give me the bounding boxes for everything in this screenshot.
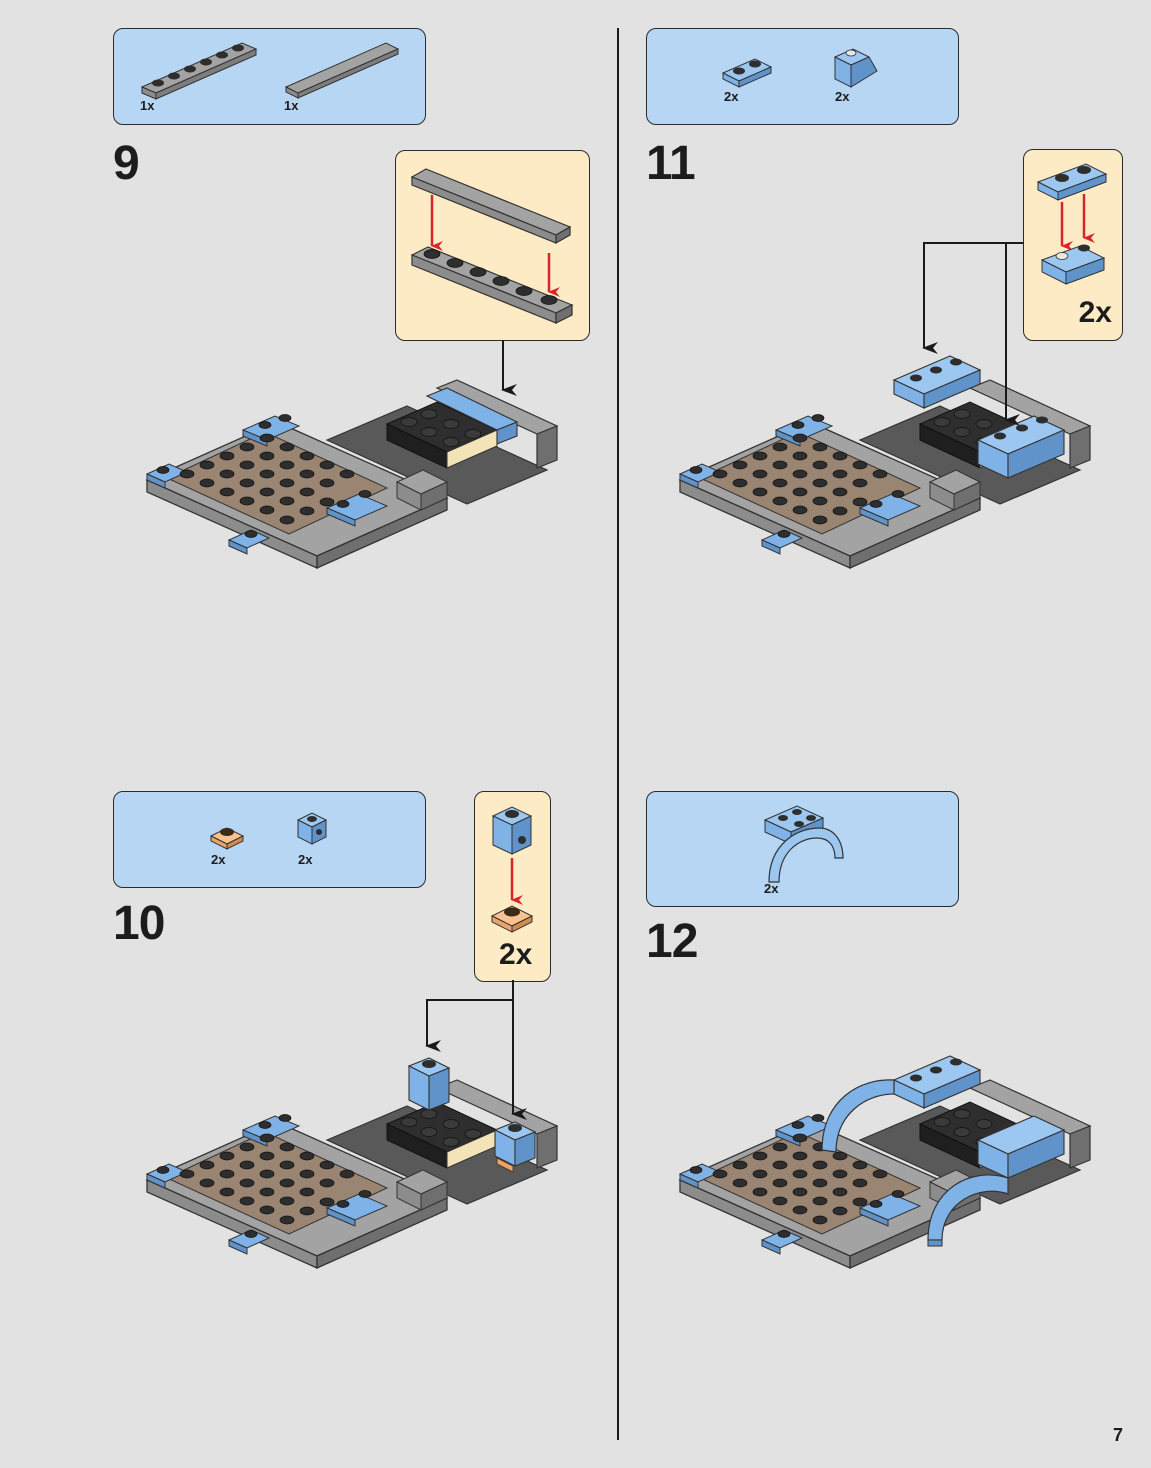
parts-box-step-10: 2x 2x	[113, 791, 426, 888]
step-10-arrow-left	[425, 980, 514, 1052]
subassembly-illustration	[410, 168, 574, 324]
blue-wheel-arch-icon	[763, 805, 844, 883]
step-number: 9	[113, 137, 140, 190]
part-qty: 2x	[298, 852, 313, 867]
step-10-model	[146, 1057, 558, 1269]
orange-round-plate-icon	[209, 827, 245, 850]
subassembly-illustration	[490, 806, 534, 933]
page-number: 7	[1112, 1425, 1123, 1445]
subassembly-box-step-9	[395, 150, 590, 341]
part-qty: 2x	[724, 89, 739, 104]
parts-box-step-12: 2x	[646, 791, 959, 907]
grey-plate-1x6-icon	[140, 42, 258, 100]
step-11-model	[679, 355, 1091, 569]
part-qty: 1x	[140, 98, 155, 113]
blue-plate-1x2-icon	[721, 58, 773, 88]
step-number: 12	[646, 915, 698, 968]
step-9-model	[146, 379, 558, 569]
parts-illustration	[209, 812, 328, 850]
step-11-arrow-left	[922, 242, 1023, 354]
blue-brick-with-stud-icon	[296, 812, 328, 845]
step-number: 11	[646, 137, 696, 190]
subassembly-qty: 2x	[499, 938, 533, 971]
subassembly-box-step-11: 2x	[1023, 149, 1123, 341]
part-qty: 2x	[835, 89, 850, 104]
column-divider	[617, 28, 619, 1440]
subassembly-illustration	[1036, 163, 1108, 285]
part-qty: 1x	[284, 98, 299, 113]
parts-illustration	[721, 48, 878, 88]
part-qty: 2x	[764, 881, 779, 896]
subassembly-box-step-10: 2x	[474, 791, 551, 982]
parts-illustration	[140, 42, 400, 100]
parts-illustration	[763, 805, 844, 883]
step-12-model	[679, 1055, 1091, 1269]
subassembly-qty: 2x	[1078, 296, 1112, 329]
blue-slope-icon	[833, 48, 878, 88]
step-number: 10	[113, 897, 165, 950]
parts-box-step-9: 1x 1x	[113, 28, 426, 125]
grey-tile-1x8-icon	[284, 42, 400, 99]
part-qty: 2x	[211, 852, 226, 867]
parts-box-step-11: 2x 2x	[646, 28, 959, 125]
